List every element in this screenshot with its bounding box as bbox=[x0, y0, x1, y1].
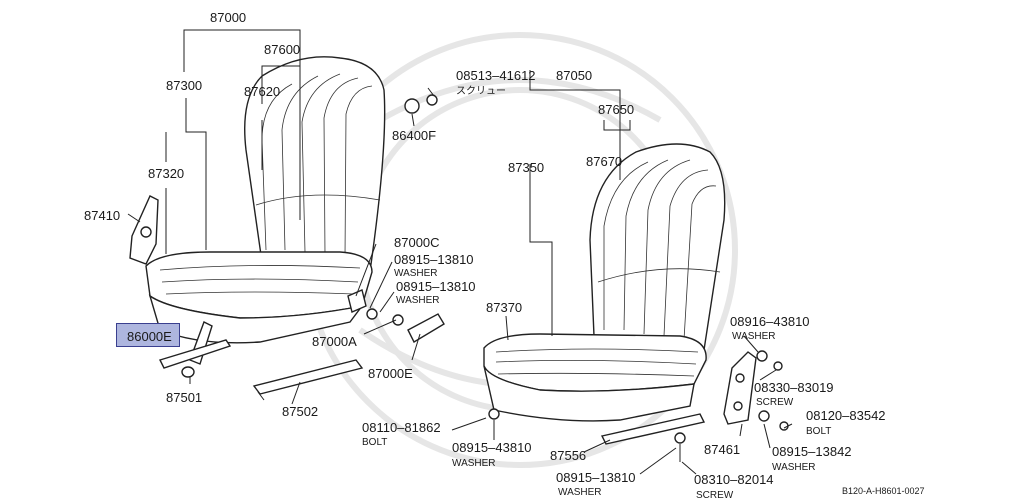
label-87000a[interactable]: 87000A bbox=[312, 334, 357, 349]
sublabel-08513-41612: スクリュー bbox=[456, 85, 506, 97]
label-08915-13810-b[interactable]: 08915–13810 bbox=[396, 279, 476, 294]
label-87410[interactable]: 87410 bbox=[84, 208, 120, 223]
right-seat bbox=[483, 143, 789, 462]
sublabel-08915-13842: WASHER bbox=[772, 462, 816, 473]
label-87600[interactable]: 87600 bbox=[264, 42, 300, 57]
sublabel-08330-83019: SCREW bbox=[756, 397, 794, 408]
label-08330-83019[interactable]: 08330–83019 bbox=[754, 380, 834, 395]
label-08120-83542[interactable]: 08120–83542 bbox=[806, 408, 886, 423]
label-08310-82014[interactable]: 08310–82014 bbox=[694, 472, 774, 487]
sublabel-08915-13810-b: WASHER bbox=[396, 295, 440, 306]
label-87350[interactable]: 87350 bbox=[508, 160, 544, 175]
highlighted-part-86000e[interactable]: 86000E bbox=[116, 323, 180, 347]
label-87050[interactable]: 87050 bbox=[556, 68, 592, 83]
sublabel-08915-13810-a: WASHER bbox=[394, 268, 438, 279]
label-08915-13810-a[interactable]: 08915–13810 bbox=[394, 252, 474, 267]
label-87000[interactable]: 87000 bbox=[210, 10, 246, 25]
label-08110-81862[interactable]: 08110–81862 bbox=[362, 420, 441, 435]
sublabel-08915-13810-c: WASHER bbox=[558, 487, 602, 498]
sublabel-08110-81862: BOLT bbox=[362, 437, 387, 448]
label-87370[interactable]: 87370 bbox=[486, 300, 522, 315]
highlight-label-canvas: 86000E bbox=[127, 329, 172, 344]
label-87461[interactable]: 87461 bbox=[704, 442, 740, 457]
label-08915-13842[interactable]: 08915–13842 bbox=[772, 444, 852, 459]
label-87502[interactable]: 87502 bbox=[282, 404, 318, 419]
label-86400f[interactable]: 86400F bbox=[392, 128, 436, 143]
sublabel-08915-43810: WASHER bbox=[452, 458, 496, 469]
label-08915-43810[interactable]: 08915–43810 bbox=[452, 440, 532, 455]
label-87670[interactable]: 87670 bbox=[586, 154, 622, 169]
leader-lines bbox=[127, 29, 793, 475]
label-87000e[interactable]: 87000E bbox=[368, 366, 413, 381]
label-87650[interactable]: 87650 bbox=[598, 102, 634, 117]
label-08513-41612[interactable]: 08513–41612 bbox=[456, 68, 536, 83]
label-86000e: 86000E bbox=[127, 329, 172, 344]
label-08916-43810[interactable]: 08916–43810 bbox=[730, 314, 810, 329]
sublabel-08310-82014: SCREW bbox=[696, 490, 734, 501]
label-87556[interactable]: 87556 bbox=[550, 448, 586, 463]
label-87620[interactable]: 87620 bbox=[244, 84, 280, 99]
label-87501[interactable]: 87501 bbox=[166, 390, 202, 405]
label-87320[interactable]: 87320 bbox=[148, 166, 184, 181]
figure-code: B120-A-H8601-0027 bbox=[842, 486, 925, 496]
part-labels: 87000 87600 87300 87620 87320 87410 0851… bbox=[84, 10, 925, 501]
label-08915-13810-c[interactable]: 08915–13810 bbox=[556, 470, 636, 485]
label-87000c[interactable]: 87000C bbox=[394, 235, 440, 250]
sublabel-08120-83542: BOLT bbox=[806, 426, 831, 437]
label-87300[interactable]: 87300 bbox=[166, 78, 202, 93]
left-seat bbox=[129, 56, 445, 401]
sublabel-08916-43810: WASHER bbox=[732, 331, 776, 342]
